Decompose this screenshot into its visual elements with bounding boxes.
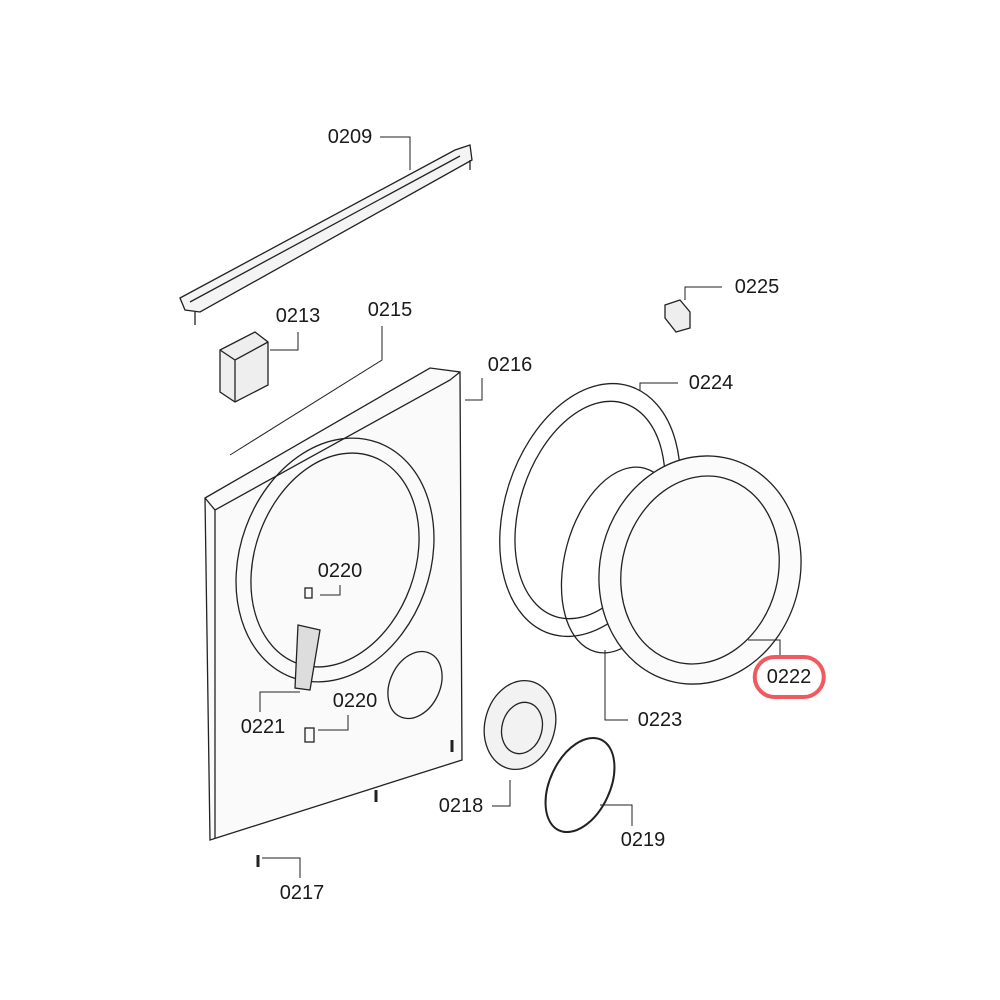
control-module-part[interactable] — [219, 331, 269, 403]
front-panel-part[interactable] — [203, 367, 467, 841]
part-label-0222-highlighted[interactable]: 0222 — [752, 655, 826, 699]
top-rail-part[interactable] — [179, 144, 473, 325]
part-label-0218[interactable]: 0218 — [438, 795, 484, 817]
part-label-0209[interactable]: 0209 — [327, 126, 373, 148]
door-ring-part[interactable] — [574, 433, 827, 707]
part-label-0223[interactable]: 0223 — [637, 709, 683, 731]
door-latch-part[interactable] — [664, 299, 691, 333]
part-label-0220-upper[interactable]: 0220 — [317, 560, 363, 582]
clip-part[interactable] — [304, 727, 315, 743]
clip-part[interactable] — [304, 587, 313, 599]
part-label-0216[interactable]: 0216 — [487, 354, 533, 376]
hinge-part[interactable] — [294, 624, 321, 691]
clamp-ring-part[interactable] — [532, 727, 629, 843]
part-label-0225[interactable]: 0225 — [734, 276, 780, 298]
part-label-0215[interactable]: 0215 — [367, 299, 413, 321]
part-label-0224[interactable]: 0224 — [688, 372, 734, 394]
hub-part[interactable] — [475, 672, 566, 777]
part-label-0220-lower[interactable]: 0220 — [332, 690, 378, 712]
leader-lines — [229, 136, 781, 878]
screw-parts[interactable] — [256, 740, 454, 867]
part-label-0217[interactable]: 0217 — [279, 882, 325, 904]
part-label-0219[interactable]: 0219 — [620, 829, 666, 851]
part-label-0221[interactable]: 0221 — [240, 716, 286, 738]
part-label-0213[interactable]: 0213 — [275, 305, 321, 327]
